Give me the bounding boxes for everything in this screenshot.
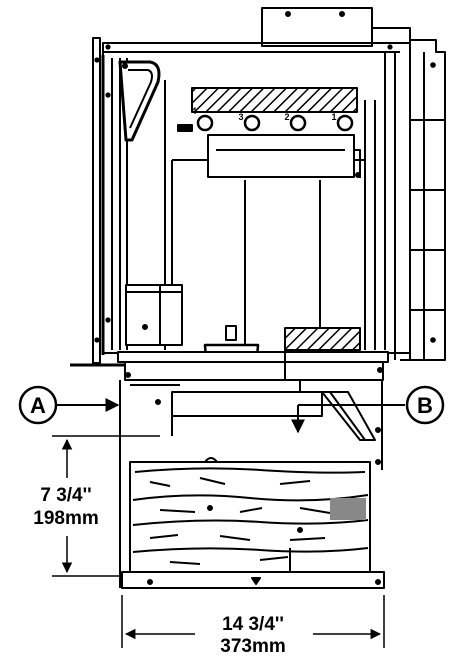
height-dimension-lines <box>52 435 160 577</box>
baffle-plate <box>191 87 358 113</box>
callout-a-circle <box>18 385 58 425</box>
height-imperial-label: 7 3/4'' <box>40 485 91 506</box>
callout-b-circle <box>405 385 445 425</box>
refractory-block <box>284 327 361 351</box>
rear-casing <box>372 27 446 361</box>
base-rail <box>70 350 389 381</box>
burner-ports <box>177 114 354 132</box>
door-handle <box>118 60 161 142</box>
upper-grate <box>207 134 361 178</box>
bottom-pan <box>121 571 385 589</box>
width-metric-label: 373mm <box>220 636 286 657</box>
knob-label-4: 4 <box>191 106 196 116</box>
control-valve-box <box>125 284 183 346</box>
top-flue-collar <box>261 7 373 47</box>
mounting-bracket <box>321 391 381 465</box>
height-metric-label: 198mm <box>33 508 99 529</box>
callout-b-label: B <box>417 393 433 418</box>
log-set <box>129 457 371 573</box>
knob-label-3: 3 <box>238 112 243 122</box>
knob-label-2: 2 <box>284 112 289 122</box>
knob-label-1: 1 <box>331 112 336 122</box>
width-imperial-label: 14 3/4'' <box>222 614 284 635</box>
callout-a-label: A <box>30 393 46 418</box>
